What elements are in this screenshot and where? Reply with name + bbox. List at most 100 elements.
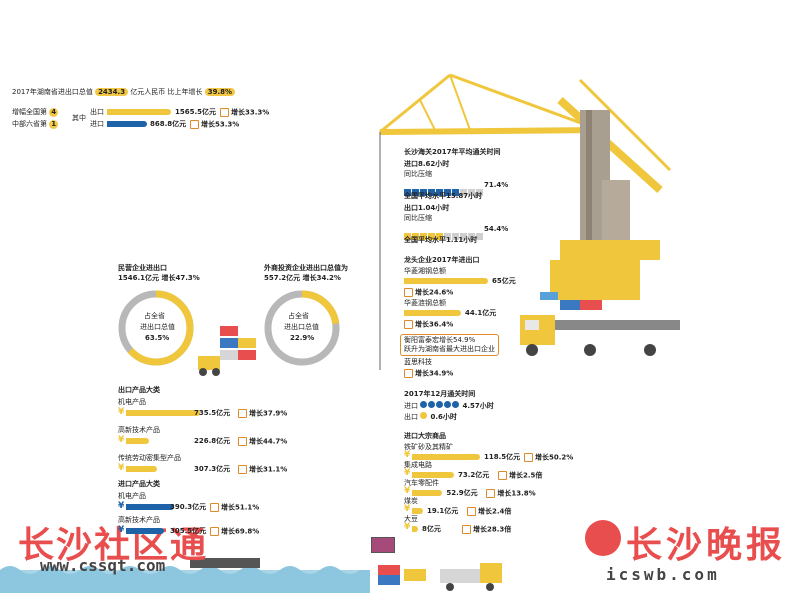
growth-text: 增长51.1%	[221, 503, 260, 512]
ratio-cell	[444, 233, 451, 240]
dot-icon	[444, 401, 452, 408]
yuan-icon: ¥	[404, 486, 411, 496]
growth-icon	[238, 409, 247, 418]
customs-import-ratio-bar	[404, 181, 484, 200]
leader-bar	[404, 278, 488, 284]
lanse-growth: 增长34.9%	[404, 369, 453, 379]
growth-icon	[524, 453, 533, 462]
growth-text: 增长31.1%	[249, 465, 288, 474]
growth-icon	[404, 288, 413, 297]
total-summary-line: 2017年湖南省进出口总值 2434.3 亿元人民币 比上年增长 39.8%	[12, 88, 236, 97]
product-bar	[126, 528, 164, 534]
bottom-cargo-illustration	[378, 563, 502, 591]
hengyang-line-1: 衡阳富泰宏增长54.9%	[404, 336, 476, 344]
foreign-title: 外商投资企业进出口总值为	[264, 264, 348, 272]
ratio-cell	[468, 189, 475, 196]
ratio-cell	[428, 233, 435, 240]
product-bar	[126, 466, 157, 472]
product-value: 226.8亿元	[194, 437, 231, 445]
private-share-gauge	[118, 290, 194, 366]
bulk-name: 集成电路	[404, 461, 432, 469]
bulk-name: 大豆	[404, 515, 418, 523]
import-products-title: 进口产品大类	[118, 480, 160, 488]
watermark-left-url: www.cssqt.com	[40, 556, 166, 575]
yuan-icon: ¥	[404, 504, 411, 514]
hengyang-line-2: 跃升为湖南省最大进出口企业	[404, 345, 495, 353]
growth-icon	[190, 120, 199, 129]
yuan-icon: ¥	[118, 501, 125, 511]
hook-load	[371, 537, 395, 553]
growth-label: 增长37.9%	[238, 409, 287, 419]
hengyang-box: 衡阳富泰宏增长54.9% 跃升为湖南省最大进出口企业	[400, 334, 499, 356]
foreign-value: 557.2亿元 增长34.2%	[264, 274, 341, 282]
dot-icon	[420, 401, 428, 408]
growth-text: 增长24.6%	[415, 288, 454, 297]
private-title: 民营企业进出口	[118, 264, 167, 272]
containers-illustration	[198, 326, 256, 376]
growth-text: 增长28.3倍	[473, 525, 512, 534]
growth-icon	[404, 369, 413, 378]
growth-text: 增长2.4倍	[477, 507, 512, 516]
export-products-title: 出口产品大类	[118, 386, 160, 394]
leader-name: 华菱涟钢总额	[404, 299, 446, 307]
yuan-icon: ¥	[404, 522, 411, 532]
customs-export-compare: 同比压缩	[404, 214, 432, 222]
ratio-cell	[452, 233, 459, 240]
yuan-icon: ¥	[118, 463, 125, 473]
bulk-value: 52.9亿元	[446, 489, 478, 497]
bulk-bar	[412, 526, 418, 532]
bulk-name: 煤炭	[404, 497, 418, 505]
growth-label: 增长31.1%	[238, 465, 287, 475]
crane-illustration	[379, 73, 680, 370]
lanse-name: 蓝思科技	[404, 358, 432, 366]
growth-label: 增长51.1%	[210, 503, 259, 513]
bulk-bar	[412, 490, 443, 496]
dec-export-row: 出口 0.6小时	[404, 412, 457, 421]
ratio-cell	[476, 233, 483, 240]
growth-label: 增长28.3倍	[462, 525, 511, 535]
ratio-cell	[460, 233, 467, 240]
customs-import-time: 进口8.62小时	[404, 160, 450, 168]
bulk-value: 19.1亿元	[426, 507, 459, 515]
growth-label: 增长13.8%	[486, 489, 536, 499]
dec-import-row: 进口 4.57小时	[404, 401, 494, 410]
ratio-cell	[412, 189, 419, 196]
foreign-share-gauge	[264, 290, 340, 366]
growth-label: 增长36.4%	[404, 320, 453, 330]
leader-name: 华菱湘钢总额	[404, 267, 446, 275]
product-value: 305.5亿元	[170, 527, 207, 535]
bulk-value: 73.2亿元	[458, 471, 490, 479]
growth-icon	[210, 503, 219, 512]
customs-title: 长沙海关2017年平均通关时间	[404, 148, 501, 156]
ratio-cell	[404, 233, 411, 240]
private-inner-1: 占全省	[144, 312, 165, 320]
import-value: 868.8亿元	[150, 120, 187, 128]
water-waves	[0, 558, 370, 593]
leader-value: 65亿元	[492, 277, 516, 285]
product-name: 机电产品	[118, 398, 146, 406]
growth-label: 增长69.8%	[210, 527, 259, 537]
bulk-bar	[412, 454, 480, 460]
growth-text: 增长69.8%	[221, 527, 260, 536]
private-inner-2: 进出口总值	[140, 323, 175, 331]
dot-icon	[428, 401, 436, 408]
yuan-icon: ¥	[118, 525, 125, 535]
ratio-cell	[420, 189, 427, 196]
ratio-cell	[404, 189, 411, 196]
foreign-inner-2: 进出口总值	[284, 323, 319, 331]
customs-export-time: 出口1.04小时	[404, 204, 450, 212]
product-value: 735.5亿元	[194, 409, 231, 417]
product-name: 传统劳动密集型产品	[118, 454, 181, 462]
growth-label: 增长2.5倍	[498, 471, 542, 481]
leaders-title: 龙头企业2017年进出口	[404, 256, 480, 264]
customs-export-national: 全国平均水平1.11小时	[404, 236, 478, 244]
export-value: 1565.5亿元	[175, 108, 217, 116]
export-row: 出口	[90, 108, 104, 116]
ratio-cell	[412, 233, 419, 240]
growth-label: 增长24.6%	[404, 288, 453, 298]
total-prefix: 2017年湖南省进出口总值	[12, 88, 93, 96]
total-mid: 亿元人民币 比上年增长	[130, 88, 203, 96]
growth-icon	[498, 471, 507, 480]
ratio-cell	[444, 189, 451, 196]
bulk-bar	[412, 472, 454, 478]
